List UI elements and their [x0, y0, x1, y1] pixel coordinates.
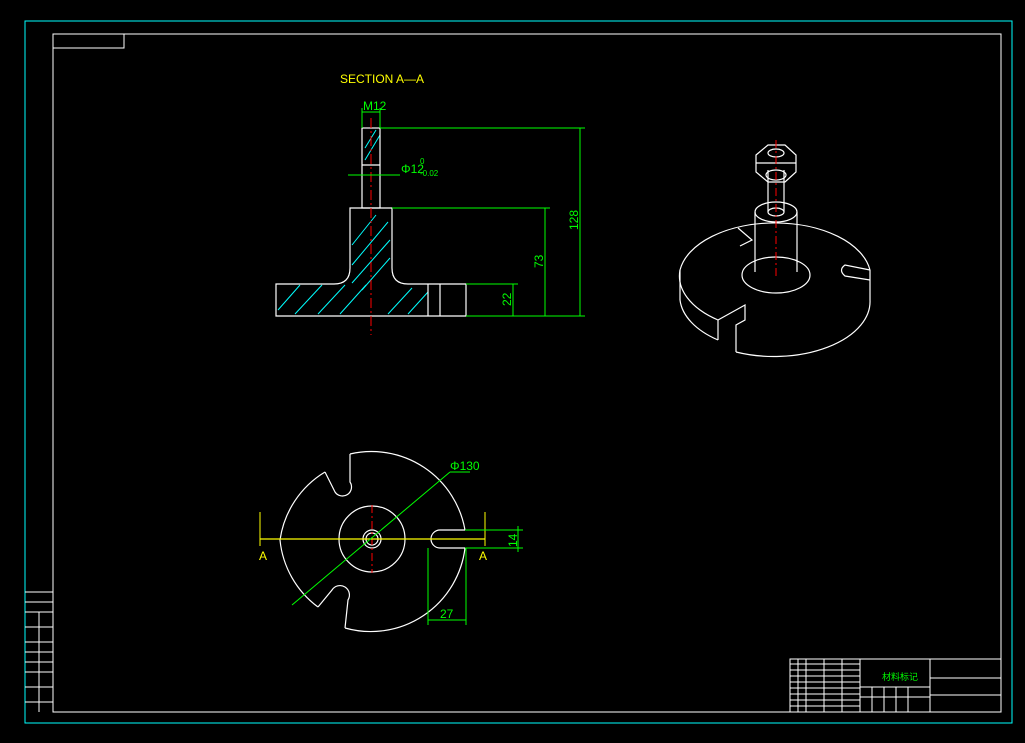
dim-shaft-dia: Φ12: [401, 162, 424, 176]
dim-tol-upper: 0: [420, 157, 425, 166]
section-hatch: [277, 129, 429, 315]
dim-slot-width: 14: [506, 533, 520, 547]
dim-outer-dia-line: [291, 471, 451, 606]
dim-outer-dia: Φ130: [450, 459, 480, 473]
section-view: SECTION A—A: [275, 72, 585, 335]
plan-view: A A Φ130 14 27: [259, 450, 523, 633]
inner-frame: [52, 33, 1002, 713]
section-dimensions: [348, 108, 585, 317]
dim-slot-depth: 27: [440, 607, 454, 621]
section-letter-left: A: [259, 549, 267, 563]
dim-tol-lower: -0.02: [420, 169, 439, 178]
title-block: [789, 658, 1002, 713]
section-title: SECTION A—A: [340, 72, 424, 86]
left-margin-table: [25, 591, 53, 712]
dim-total-height: 128: [567, 210, 581, 230]
title-material-mark: 材料标记: [882, 671, 918, 683]
section-letter-right: A: [479, 549, 487, 563]
dim-boss-height: 73: [532, 254, 546, 268]
outer-border: [24, 20, 1013, 724]
dim-thread: M12: [363, 99, 387, 113]
isometric-view: [678, 144, 871, 358]
dim-base-height: 22: [500, 292, 514, 306]
tag-box: [52, 33, 125, 49]
